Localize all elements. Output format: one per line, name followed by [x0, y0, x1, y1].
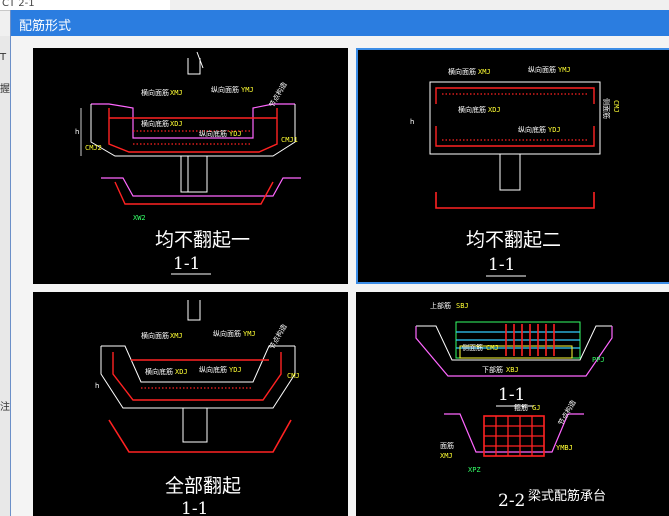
code-right: CMJ	[287, 372, 300, 380]
code-left: CMJ2	[85, 144, 102, 152]
code-top: SBJ	[456, 302, 469, 310]
label-top-lateral: 横向面筋	[141, 88, 169, 97]
code-xmj: XMJ	[440, 452, 453, 460]
section-label: 1-1	[488, 255, 515, 275]
option-caption: 全部翻起	[165, 475, 241, 497]
column-outline	[187, 300, 201, 321]
code-xw: XPZ	[468, 466, 481, 474]
stirrup-lines	[505, 324, 555, 356]
label-bot-long: 纵向底筋	[518, 125, 546, 134]
top-face-line	[91, 103, 295, 139]
label-bot-lateral: 横向底筋	[145, 367, 173, 376]
cap-top	[101, 345, 295, 383]
label-side: 侧面筋	[462, 343, 483, 352]
label-top-face: 面筋	[440, 441, 454, 450]
label-stirrup: 箍筋	[514, 403, 528, 412]
code-side: CMJ	[486, 344, 499, 352]
pile	[182, 407, 208, 443]
code-top-long: YMJ	[241, 86, 254, 94]
code-side: CMJ	[612, 100, 620, 113]
code-bot-lateral: XDJ	[175, 368, 188, 376]
bottom-rebar	[435, 126, 595, 147]
lower-rebar	[114, 181, 274, 205]
section-label-a: 1-1	[498, 385, 525, 405]
dim-h-label: h	[410, 118, 414, 126]
option-tile-no-bend-2[interactable]: h 横向面筋 XMJ 纵向面筋 YMJ 横向底筋 XDJ 纵向底筋 YDJ 侧面…	[356, 48, 669, 284]
option-caption: 梁式配筋承台	[528, 488, 606, 504]
code-bot-long: YDJ	[548, 126, 561, 134]
label-top-long: 纵向面筋	[211, 85, 239, 94]
option-tile-all-bend[interactable]: h 横向面筋 XMJ 纵向面筋 YMJ 横向底筋 XDJ 纵向底筋 YDJ CM…	[33, 292, 348, 516]
cap1-top	[416, 325, 612, 361]
cap-outline	[90, 104, 296, 157]
background-side-fragment: 握	[0, 84, 10, 95]
code-top-lateral: XMJ	[170, 332, 183, 340]
cap2-outline	[444, 413, 584, 453]
code-top-lateral: XMJ	[170, 89, 183, 97]
option-caption: 均不翻起二	[466, 229, 561, 251]
code-bottom: XBJ	[506, 366, 519, 374]
code-top-lateral: XMJ	[478, 68, 491, 76]
code-ymj: YMBJ	[556, 444, 573, 452]
dialog-titlebar[interactable]: 配筋形式	[11, 10, 669, 36]
label-bottom: 下部筋	[482, 365, 503, 374]
dim-h-label: h	[95, 382, 99, 390]
stirrup-band	[459, 345, 573, 359]
dim-h-label: h	[75, 128, 79, 136]
dialog-content: h 横向面筋 XMJ 纵向面筋 YMJ 横向底筋 XDJ 纵向底筋 YDJ CM…	[11, 36, 669, 516]
bottom-rebar	[108, 108, 278, 153]
code-top-long: YMJ	[558, 66, 571, 74]
label-side: 侧面筋	[602, 98, 611, 119]
label-top-long: 纵向面筋	[213, 329, 241, 338]
background-fragment: CT 2-1	[2, 0, 35, 9]
label-bot-long: 纵向底筋	[199, 365, 227, 374]
label-top-lateral: 横向面筋	[141, 331, 169, 340]
code-right: CMJ1	[281, 136, 298, 144]
lower-rebar	[435, 192, 595, 209]
label-top-long: 纵向面筋	[528, 65, 556, 74]
code-bot-lateral: XDJ	[170, 120, 183, 128]
bend-rebar	[112, 352, 282, 401]
dialog-title: 配筋形式	[19, 19, 72, 34]
cage-grid	[484, 416, 544, 456]
cap-outline	[100, 346, 296, 409]
lower-rebar	[108, 419, 292, 453]
section-label-b: 2-2	[498, 491, 525, 511]
option-tile-beam-cap[interactable]: 上部筋 SBJ 侧面筋 CMJ 下部筋 XBJ PPJ 1-1 箍筋 GJ	[356, 292, 669, 516]
pile	[180, 155, 208, 193]
label-bot-lateral: 横向底筋	[141, 119, 169, 128]
label-side: 节点构造	[267, 322, 289, 351]
code-stirrup: GJ	[532, 404, 540, 412]
code-bot-long: YDJ	[229, 366, 242, 374]
lower-outline	[101, 177, 301, 197]
code-pp: PPJ	[592, 356, 605, 364]
label-bot-lateral: 横向底筋	[458, 105, 486, 114]
code-top-long: YMJ	[243, 330, 256, 338]
code-edge: XW2	[133, 214, 146, 222]
label-top-lateral: 横向面筋	[448, 67, 476, 76]
option-drawing: h 横向面筋 XMJ 纵向面筋 YMJ 横向底筋 XDJ 纵向底筋 YDJ 侧面…	[410, 65, 620, 277]
option-drawing: h 横向面筋 XMJ 纵向面筋 YMJ 横向底筋 XDJ 纵向底筋 YDJ CM…	[75, 51, 301, 275]
code-bot-lateral: XDJ	[488, 106, 501, 114]
option-tile-no-bend-1[interactable]: h 横向面筋 XMJ 纵向面筋 YMJ 横向底筋 XDJ 纵向底筋 YDJ CM…	[33, 48, 348, 284]
code-bot-long: YDJ	[229, 130, 242, 138]
label-top: 上部筋	[430, 301, 451, 310]
pile	[499, 153, 521, 191]
label-bot-long: 纵向底筋	[199, 129, 227, 138]
column-outline	[187, 58, 201, 75]
break-mark	[196, 51, 204, 69]
rebar-form-dialog: 配筋形式 h 横向面筋 XMJ 纵向面筋 YMJ 横向底	[10, 10, 669, 516]
section-label: 1-1	[181, 499, 208, 516]
option-caption: 均不翻起一	[155, 229, 250, 251]
option-drawing: h 横向面筋 XMJ 纵向面筋 YMJ 横向底筋 XDJ 纵向底筋 YDJ CM…	[95, 300, 300, 516]
label-side: 节点构造	[267, 80, 289, 109]
section-label: 1-1	[173, 254, 200, 274]
background-side-fragment: 注	[0, 402, 10, 413]
cap-outline	[429, 81, 601, 155]
cap1-outline	[415, 326, 613, 377]
option-drawing: 上部筋 SBJ 侧面筋 CMJ 下部筋 XBJ PPJ 1-1 箍筋 GJ	[415, 301, 613, 511]
label-node: 节点构造	[556, 398, 578, 427]
top-rebar	[435, 87, 595, 104]
background-side-fragment: T	[0, 52, 7, 63]
